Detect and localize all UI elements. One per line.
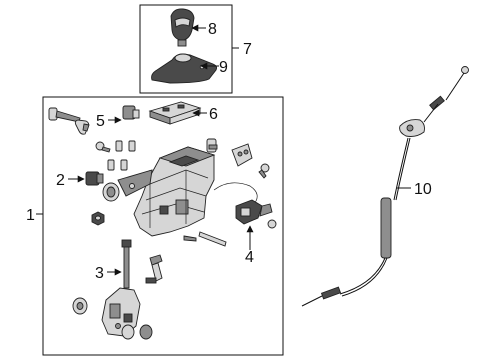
callout-10: 10 <box>414 181 432 198</box>
cover-plate <box>148 101 202 125</box>
callout-7: 7 <box>243 41 252 58</box>
screw-part <box>95 141 111 153</box>
callout-9: 9 <box>219 59 228 76</box>
plunger-part <box>206 138 218 153</box>
pin-part <box>183 231 227 247</box>
shifter-assembly-box <box>42 96 284 356</box>
wiring-harness <box>213 182 273 225</box>
pin-part <box>107 159 115 171</box>
callout-1: 1 <box>26 207 35 224</box>
shifter-housing <box>117 146 216 237</box>
knob-group-box <box>139 4 233 94</box>
callout-8: 8 <box>208 21 217 38</box>
nut-part <box>91 211 105 226</box>
shift-cable <box>301 66 469 307</box>
solenoid-part <box>85 171 104 186</box>
bracket-part <box>231 143 253 167</box>
bolt-part <box>145 254 163 284</box>
shift-knob <box>170 8 195 47</box>
pin-part <box>115 140 123 152</box>
pin-part <box>120 159 128 171</box>
screw-part <box>258 163 270 179</box>
shift-lever <box>121 239 132 289</box>
callout-4: 4 <box>245 249 254 266</box>
nut-part <box>72 297 88 315</box>
shift-boot <box>151 53 218 84</box>
bolt-part <box>48 107 81 123</box>
callout-5: 5 <box>96 113 105 130</box>
callout-6: 6 <box>209 106 218 123</box>
bushing-part <box>121 324 153 340</box>
screw-part <box>267 219 277 229</box>
clip-part <box>74 119 90 135</box>
lower-housing <box>101 287 141 337</box>
pin-part <box>128 140 136 152</box>
callout-2: 2 <box>56 172 65 189</box>
callout-3: 3 <box>95 265 104 282</box>
bushing-part <box>102 182 120 202</box>
bushing-part <box>122 105 140 120</box>
